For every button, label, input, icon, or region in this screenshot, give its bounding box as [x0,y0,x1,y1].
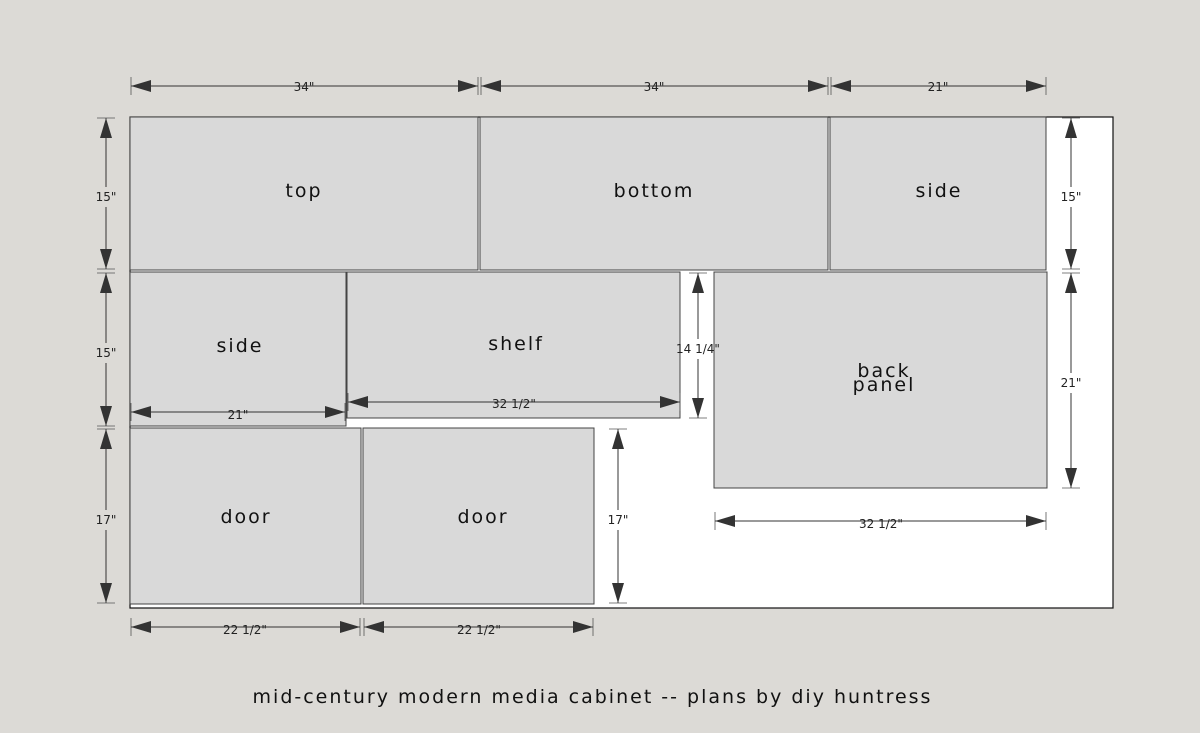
piece-label-shelf: shelf [488,333,544,355]
piece-label-bottom: bottom [614,180,695,202]
piece-shelf: shelf [346,271,681,419]
piece-label-door-left: door [220,506,271,528]
dimension-10: 21" [1061,272,1082,489]
piece-side-lower: side [129,271,347,427]
arrow-head-icon [692,398,704,418]
dimension-4: 15" [96,117,117,270]
piece-label-side-upper: side [916,180,963,202]
arrow-head-icon [100,583,112,603]
piece-top: top [129,116,479,271]
piece-label-back: back [857,360,910,382]
dimension-label: 17" [608,513,629,527]
piece-door-left: door [129,427,362,605]
arrow-head-icon [131,406,151,418]
dimension-label: 22 1/2" [223,623,267,637]
arrow-head-icon [1065,118,1077,138]
dimension-7: 21" [130,403,346,422]
arrow-head-icon [1026,80,1046,92]
arrow-head-icon [715,515,735,527]
dimension-13: 17" [608,428,629,604]
arrow-head-icon [1026,515,1046,527]
dimension-5: 15" [1061,117,1082,270]
dimension-12: 17" [96,428,117,604]
arrow-head-icon [100,406,112,426]
piece-label-panel: panel [853,374,916,396]
pieces: top bottom side side shelf back panel do… [129,116,1048,605]
arrow-head-icon [458,80,478,92]
arrow-head-icon [100,273,112,293]
dimensions: 34" 34" 21" 15" 15" 15" 21" 32 1/2" 14 1/4" 21" 32… [96,77,1082,637]
arrow-head-icon [325,406,345,418]
arrow-head-icon [573,621,593,633]
piece-label-top: top [285,180,322,202]
dimension-9: 14 1/4" [676,272,720,419]
piece-side-upper: side [829,116,1047,271]
caption: mid-century modern media cabinet -- plan… [252,686,933,708]
arrow-head-icon [481,80,501,92]
arrow-head-icon [612,429,624,449]
dimension-label: 17" [96,513,117,527]
dimension-label: 32 1/2" [492,397,536,411]
dimension-label: 15" [96,190,117,204]
piece-bottom: bottom [479,116,829,271]
dimension-8: 32 1/2" [347,393,681,411]
arrow-head-icon [1065,249,1077,269]
dimension-label: 22 1/2" [457,623,501,637]
dimension-label: 34" [294,80,315,94]
arrow-head-icon [1065,273,1077,293]
dimension-3: 21" [830,77,1047,95]
dimension-2: 34" [480,77,829,95]
arrow-head-icon [100,118,112,138]
arrow-head-icon [1065,468,1077,488]
arrow-head-icon [364,621,384,633]
dimension-6: 15" [96,272,117,427]
dimension-15: 22 1/2" [363,618,594,637]
dimension-label: 34" [644,80,665,94]
arrow-head-icon [131,80,151,92]
piece-label-door-right: door [457,506,508,528]
arrow-head-icon [100,249,112,269]
dimension-label: 15" [96,346,117,360]
dimension-label: 14 1/4" [676,342,720,356]
dimension-label: 15" [1061,190,1082,204]
dimension-label: 21" [928,80,949,94]
dimension-11: 32 1/2" [714,512,1047,531]
dimension-1: 34" [130,77,479,95]
dimension-14: 22 1/2" [130,618,361,637]
arrow-head-icon [660,396,680,408]
arrow-head-icon [131,621,151,633]
dimension-label: 21" [1061,376,1082,390]
arrow-head-icon [100,429,112,449]
piece-label-side-lower: side [217,335,264,357]
piece-door-right: door [362,427,595,605]
arrow-head-icon [692,273,704,293]
arrow-head-icon [348,396,368,408]
arrow-head-icon [808,80,828,92]
dimension-label: 21" [228,408,249,422]
arrow-head-icon [612,583,624,603]
dimension-label: 32 1/2" [859,517,903,531]
arrow-head-icon [831,80,851,92]
piece-back-panel: back panel [713,271,1048,489]
arrow-head-icon [340,621,360,633]
